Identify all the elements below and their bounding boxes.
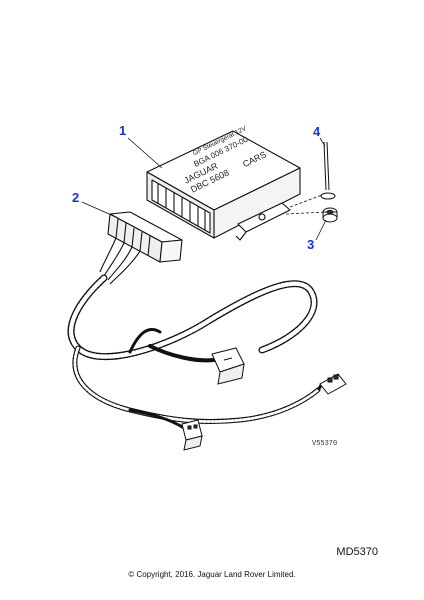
leader-lines [81,137,327,241]
callout-1: 1 [119,123,127,138]
lower-left-connector [181,419,203,451]
drawing-code: V55370 [312,440,338,448]
callout-2: 2 [72,190,80,205]
callout-3: 3 [307,237,315,252]
mid-connector [211,347,245,385]
screw-fixing [320,141,336,200]
wiring-harness [67,274,321,430]
callout-4: 4 [313,124,321,139]
nut-fixing [322,207,338,223]
control-module [146,130,327,241]
right-connector [316,373,347,395]
reference-code: MD5370 [336,546,378,558]
harness-connector [99,211,183,285]
copyright-notice: © Copyright, 2016. Jaguar Land Rover Lim… [128,570,296,579]
